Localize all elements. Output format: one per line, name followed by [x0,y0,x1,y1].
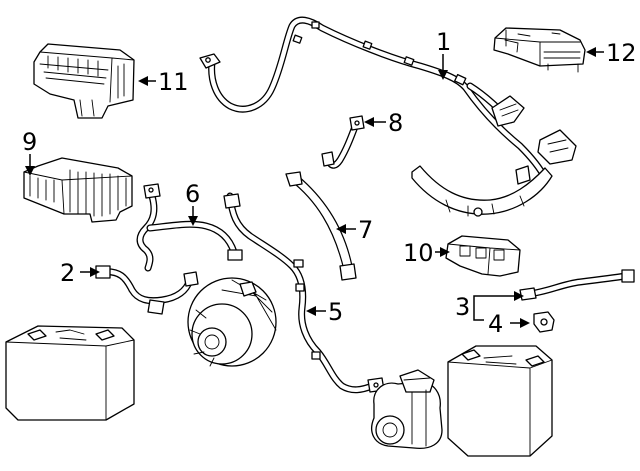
part-4-connector [533,311,555,333]
part-12-control-module [493,27,586,73]
alternator [187,277,277,367]
callout-12: 12 [606,39,637,67]
battery-right [447,345,553,457]
callout-8: 8 [388,109,403,137]
callout-7: 7 [358,216,373,244]
part-5-alternator-cable [223,192,385,394]
starter-motor [371,369,443,450]
callout-5: 5 [328,298,343,326]
callout-11: 11 [158,68,189,96]
callout-6: 6 [185,180,200,208]
callout-2: 2 [60,259,75,287]
part-6-battery-cable [136,183,243,272]
battery-left [5,325,135,421]
part-1-main-harness [199,16,577,217]
part-10-relay-box [445,235,521,277]
callout-10: 10 [403,239,434,267]
callout-leaders [25,47,604,328]
callout-9: 9 [22,128,37,156]
part-3-ground-cable [519,269,635,301]
callout-1: 1 [436,28,451,56]
part-8-small-cable [321,115,365,169]
part-7-strap [285,171,357,281]
part-2-cable [95,265,199,315]
callout-4: 4 [488,310,503,338]
callout-3: 3 [455,293,470,321]
part-9-fuse-block [23,157,133,223]
part-11-fuse-box-cover [33,43,135,119]
